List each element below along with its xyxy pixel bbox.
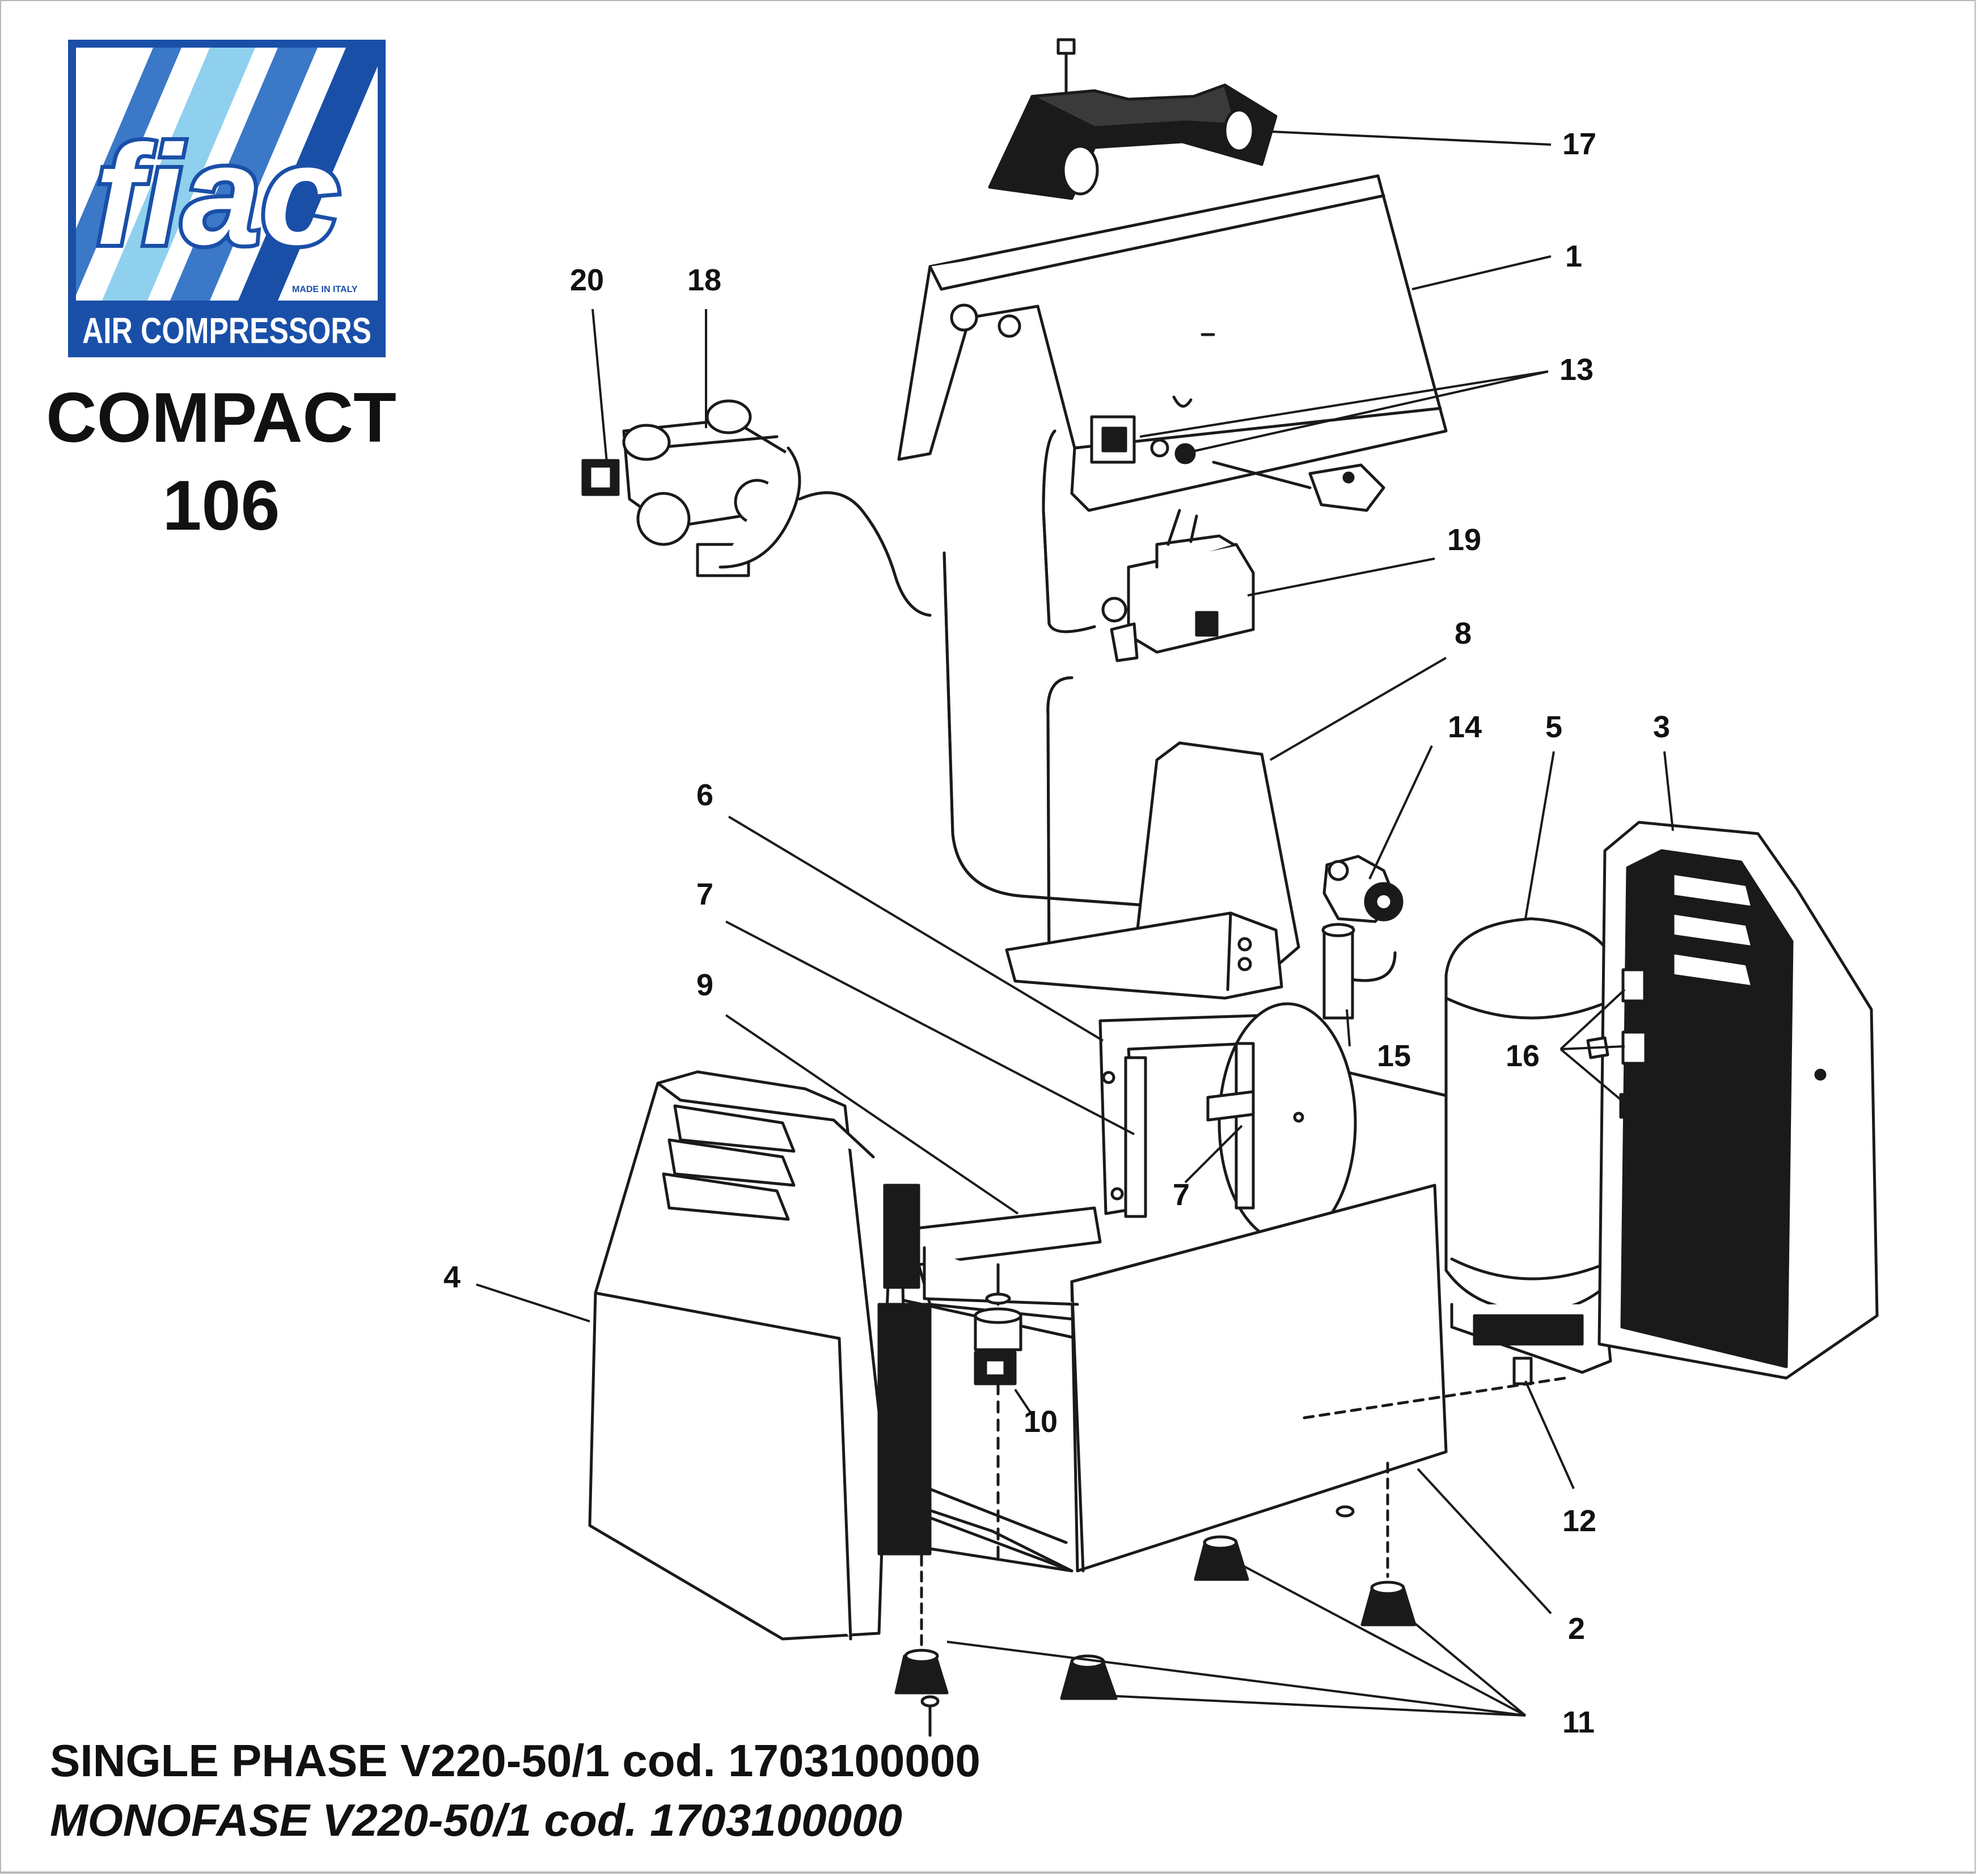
part-air-hoses [942,429,1176,971]
part-air-tank [1444,917,1624,1374]
callout-2: 2 [1568,1612,1585,1646]
callout-18: 18 [687,263,721,297]
part-motor-bracket [1098,1002,1357,1244]
callout-8: 8 [1455,616,1472,650]
callout-6: 6 [696,778,713,812]
part-pump-cover [1005,741,1300,1000]
leader-lines [476,130,1674,1717]
part-top-cover [897,174,1448,512]
callout-5: 5 [1545,710,1562,744]
model-name: COMPACT [46,379,396,457]
part-check-valve [1321,855,1404,1020]
footer-code-italian: MONOFASE V220-50/1 cod. 1703100000 [50,1795,903,1845]
callout-1: 1 [1565,239,1582,273]
callout-17: 17 [1562,127,1596,161]
callout-7: 7 [696,877,713,911]
logo-brand-text: fiac [95,116,340,274]
callout-14: 14 [1448,710,1482,744]
model-number: 106 [162,467,280,545]
callout-numbers: 17 1 20 18 13 19 8 14 5 3 6 7 9 16 15 7 … [443,127,1670,1739]
footer-code-english: SINGLE PHASE V220-50/1 cod. 1703100000 [50,1735,980,1786]
callout-4: 4 [443,1260,460,1294]
callout-11: 11 [1562,1705,1595,1739]
part-base-tray [877,1184,1448,1573]
part-rear-panel [1597,821,1879,1380]
callout-16: 16 [1506,1039,1540,1073]
part-fittings [1586,968,1647,1119]
part-pressure-regulator [581,399,932,617]
callout-13: 13 [1559,353,1594,387]
callout-9: 9 [696,968,713,1002]
callout-19: 19 [1447,523,1481,557]
callout-20: 20 [570,263,604,297]
callout-3: 3 [1653,710,1670,744]
logo-stripes [76,48,378,301]
logo-tagline: AIR COMPRESSORS [82,310,371,351]
part-handle [988,38,1278,200]
callout-12: 12 [1562,1504,1596,1538]
part-pressure-switch [1101,509,1255,662]
part-anti-vibration-mount [974,1263,1022,1567]
part-drain-valve [1303,1357,1567,1419]
callout-7-lower: 7 [1173,1178,1190,1212]
logo-made-in-text: MADE IN ITALY [292,285,358,294]
callout-10: 10 [1024,1405,1058,1439]
fiac-logo: fiac MADE IN ITALY AIR COMPRESSORS [68,40,386,357]
part-left-side-panel [588,1070,932,1641]
callout-15: 15 [1377,1039,1411,1073]
